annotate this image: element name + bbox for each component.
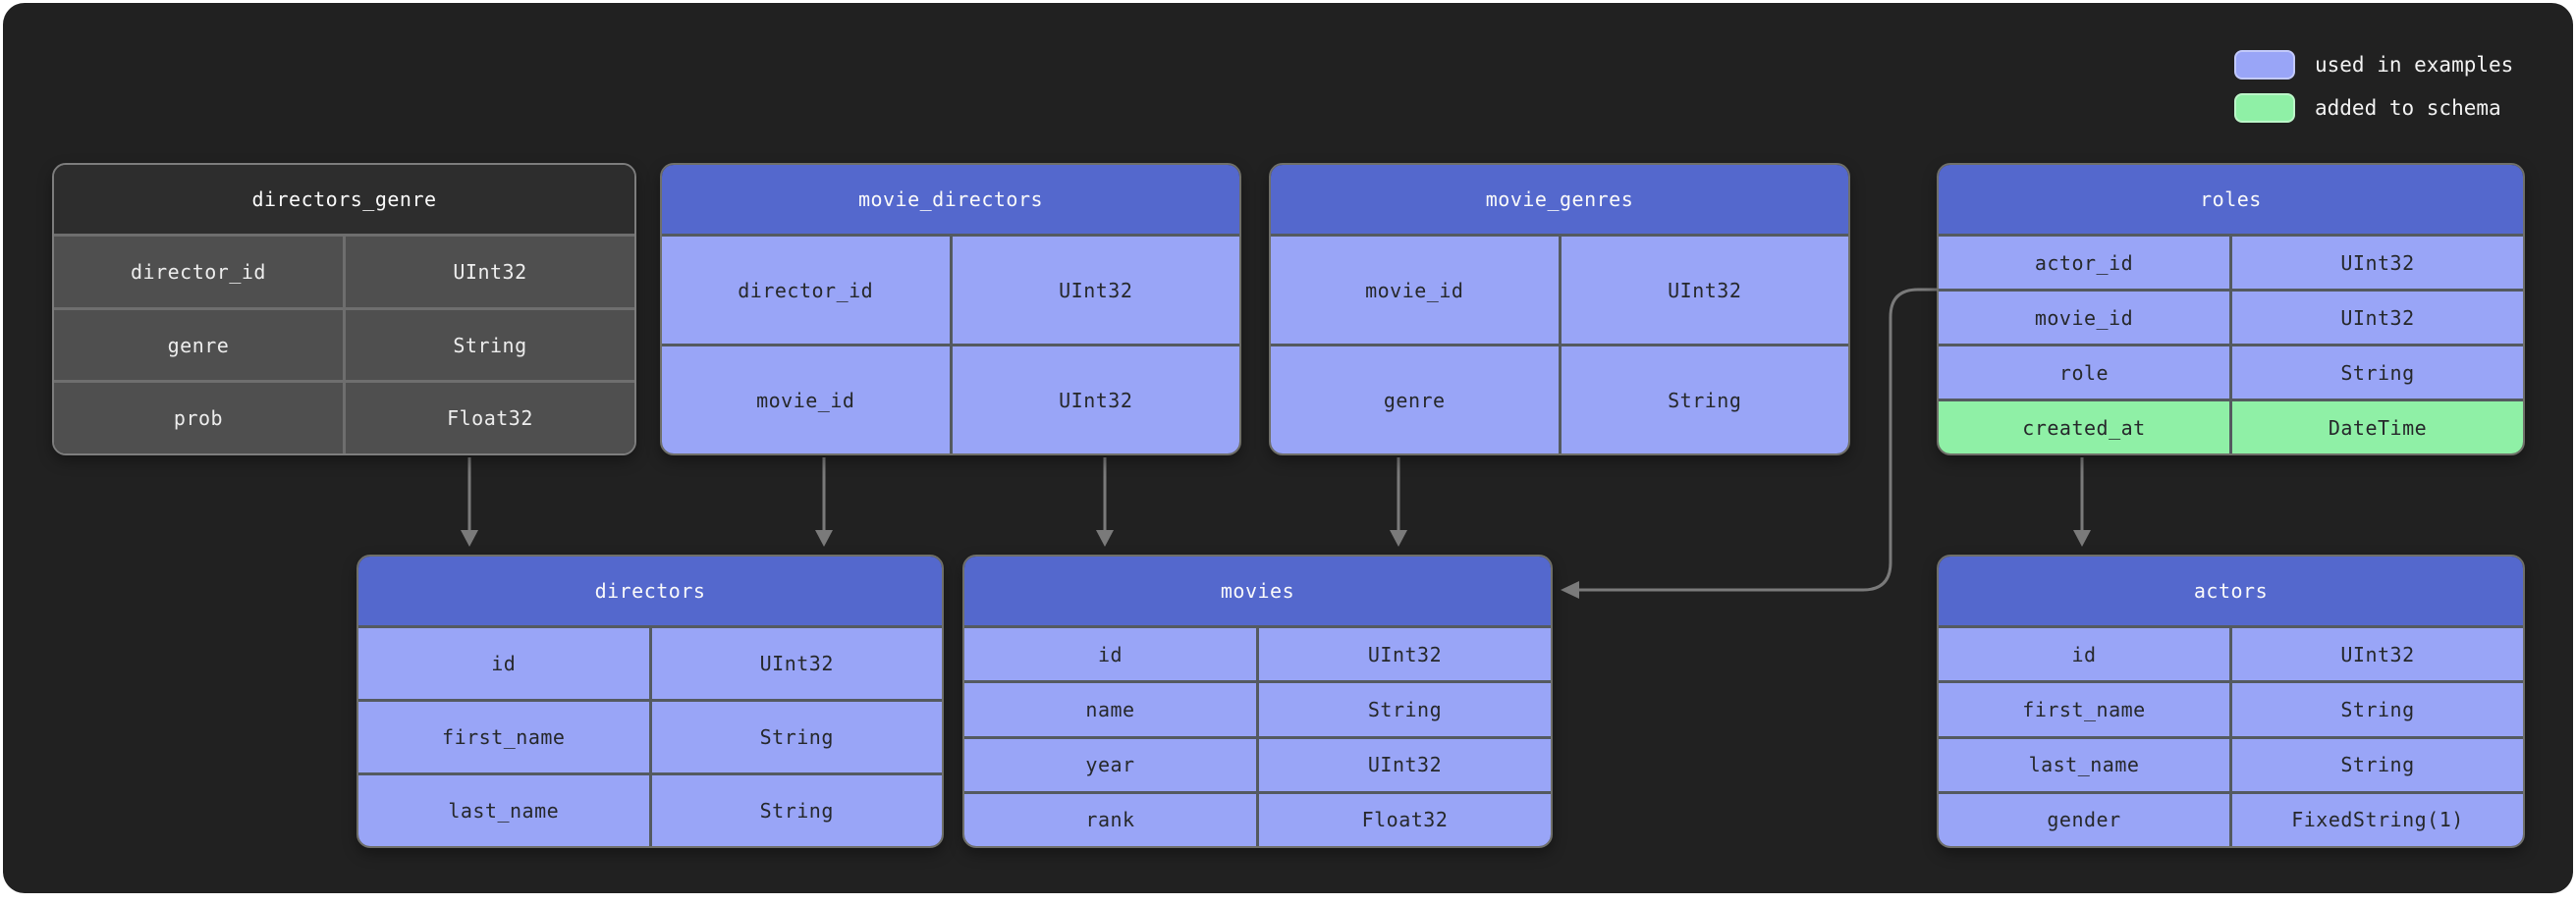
field-name: gender [2047, 808, 2121, 832]
field-type: UInt32 [2229, 292, 2523, 344]
table-title: movie_directors [662, 165, 1239, 234]
table-actors: actors id UInt32 first_name String last_… [1937, 555, 2525, 848]
table-title: actors [1939, 557, 2523, 625]
field-row: first_name String [1939, 680, 2523, 736]
field-type: String [2229, 738, 2523, 791]
legend-item: added to schema [2234, 93, 2513, 123]
legend-label: used in examples [2315, 53, 2514, 77]
legend-item: used in examples [2234, 50, 2513, 80]
field-name: id [1097, 642, 1124, 666]
table-movie-genres: movie_genres movie_id UInt32 genre Strin… [1269, 163, 1850, 455]
table-directors-genre: directors_genre director_id UInt32 genre… [52, 163, 636, 455]
field-name: first_name [2022, 697, 2146, 721]
field-name: movie_id [756, 388, 855, 412]
field-row: last_name String [358, 772, 942, 846]
field-row: actor_id UInt32 [1939, 234, 2523, 289]
field-name: movie_id [1365, 278, 1464, 302]
field-row: id UInt32 [964, 625, 1551, 681]
field-row-added-to-schema: created_at DateTime [1939, 399, 2523, 453]
table-title: movie_genres [1271, 165, 1848, 234]
field-row: role String [1939, 344, 2523, 399]
field-name: first_name [442, 725, 566, 749]
field-row: director_id UInt32 [54, 234, 634, 307]
field-row: genre String [1271, 344, 1848, 453]
table-title: directors [358, 557, 942, 625]
field-name: movie_id [2034, 305, 2134, 330]
field-type: String [648, 702, 943, 772]
field-name: last_name [448, 799, 560, 823]
field-row: year UInt32 [964, 735, 1551, 791]
field-name: genre [167, 333, 230, 357]
field-row: id UInt32 [358, 625, 942, 699]
field-row: id UInt32 [1939, 625, 2523, 681]
field-type: UInt32 [648, 628, 943, 699]
field-type: UInt32 [343, 237, 634, 307]
field-type: UInt32 [2229, 237, 2523, 289]
field-type: DateTime [2229, 401, 2523, 453]
legend-swatch-used-in-examples [2234, 50, 2295, 80]
field-name: id [491, 652, 517, 675]
field-type: Float32 [1256, 793, 1551, 846]
table-title: roles [1939, 165, 2523, 234]
field-row: movie_id UInt32 [1939, 289, 2523, 344]
field-row: rank Float32 [964, 790, 1551, 846]
legend-swatch-added-to-schema [2234, 93, 2295, 123]
field-name: director_id [131, 259, 266, 284]
field-row: gender FixedString(1) [1939, 790, 2523, 846]
field-row: movie_id UInt32 [1271, 234, 1848, 344]
field-name: year [1085, 753, 1135, 777]
field-name: id [2071, 642, 2097, 666]
legend-label: added to schema [2315, 96, 2501, 120]
field-row: prob Float32 [54, 380, 634, 453]
table-movie-directors: movie_directors director_id UInt32 movie… [660, 163, 1241, 455]
field-name: created_at [2022, 415, 2146, 440]
field-type: UInt32 [2229, 628, 2523, 681]
field-name: prob [173, 406, 224, 431]
field-type: UInt32 [949, 346, 1240, 453]
field-type: UInt32 [1256, 738, 1551, 791]
field-name: rank [1085, 808, 1135, 832]
field-type: String [343, 309, 634, 381]
field-type: UInt32 [949, 237, 1240, 344]
table-movies: movies id UInt32 name String year UInt32… [962, 555, 1553, 848]
field-name: last_name [2028, 753, 2140, 777]
field-row: last_name String [1939, 735, 2523, 791]
field-type: String [1256, 683, 1551, 736]
field-type: String [2229, 683, 2523, 736]
table-title: directors_genre [54, 165, 634, 234]
field-type: String [648, 775, 943, 846]
field-type: FixedString(1) [2229, 793, 2523, 846]
field-name: name [1085, 697, 1135, 721]
field-type: UInt32 [1256, 628, 1551, 681]
field-row: name String [964, 680, 1551, 736]
field-row: movie_id UInt32 [662, 344, 1239, 453]
field-row: first_name String [358, 699, 942, 772]
table-title: movies [964, 557, 1551, 625]
legend: used in examples added to schema [2234, 50, 2513, 136]
field-type: Float32 [343, 383, 634, 453]
field-name: genre [1383, 388, 1446, 412]
field-name: director_id [738, 278, 874, 302]
field-row: director_id UInt32 [662, 234, 1239, 344]
field-type: UInt32 [1558, 237, 1849, 344]
field-name: actor_id [2034, 250, 2134, 275]
field-type: String [1558, 346, 1849, 453]
table-directors: directors id UInt32 first_name String la… [356, 555, 944, 848]
field-row: genre String [54, 306, 634, 381]
field-type: String [2229, 346, 2523, 399]
table-roles: roles actor_id UInt32 movie_id UInt32 ro… [1937, 163, 2525, 455]
field-name: role [2058, 360, 2110, 385]
